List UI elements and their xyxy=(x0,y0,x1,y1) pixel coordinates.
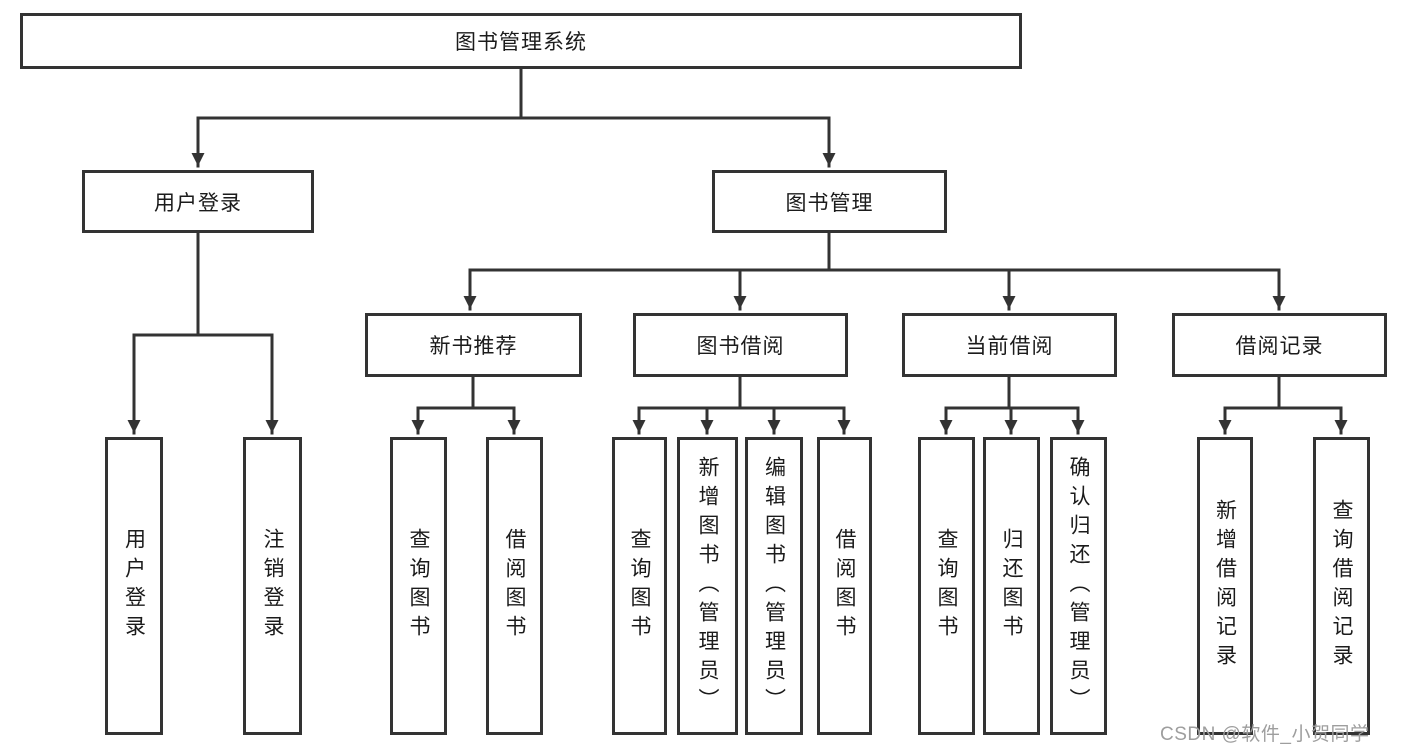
node-leaf-borrow-books-recommend: 借阅图书 xyxy=(486,437,543,735)
node-leaf-edit-books-admin: 编辑图书（管理员） xyxy=(745,437,803,735)
node-new-book-recommendation: 新书推荐 xyxy=(365,313,582,377)
node-leaf-query-books-current: 查询图书 xyxy=(918,437,975,735)
node-book-borrowing: 图书借阅 xyxy=(633,313,848,377)
node-leaf-user-login: 用户登录 xyxy=(105,437,163,735)
node-leaf-add-books-admin: 新增图书（管理员） xyxy=(677,437,738,735)
node-current-borrowing: 当前借阅 xyxy=(902,313,1117,377)
node-leaf-add-borrow-record: 新增借阅记录 xyxy=(1197,437,1253,735)
node-user-login: 用户登录 xyxy=(82,170,314,233)
node-leaf-query-books-borrowing: 查询图书 xyxy=(612,437,667,735)
csdn-watermark: CSDN @软件_小贺同学 xyxy=(1160,724,1370,745)
node-book-management: 图书管理 xyxy=(712,170,947,233)
node-leaf-return-books: 归还图书 xyxy=(983,437,1040,735)
node-leaf-confirm-return-admin: 确认归还（管理员） xyxy=(1050,437,1107,735)
node-leaf-borrow-books: 借阅图书 xyxy=(817,437,872,735)
node-library-management-system: 图书管理系统 xyxy=(20,13,1022,69)
node-borrowing-records: 借阅记录 xyxy=(1172,313,1387,377)
node-leaf-logout: 注销登录 xyxy=(243,437,302,735)
node-leaf-query-borrow-record: 查询借阅记录 xyxy=(1313,437,1370,735)
node-leaf-query-books-recommend: 查询图书 xyxy=(390,437,447,735)
